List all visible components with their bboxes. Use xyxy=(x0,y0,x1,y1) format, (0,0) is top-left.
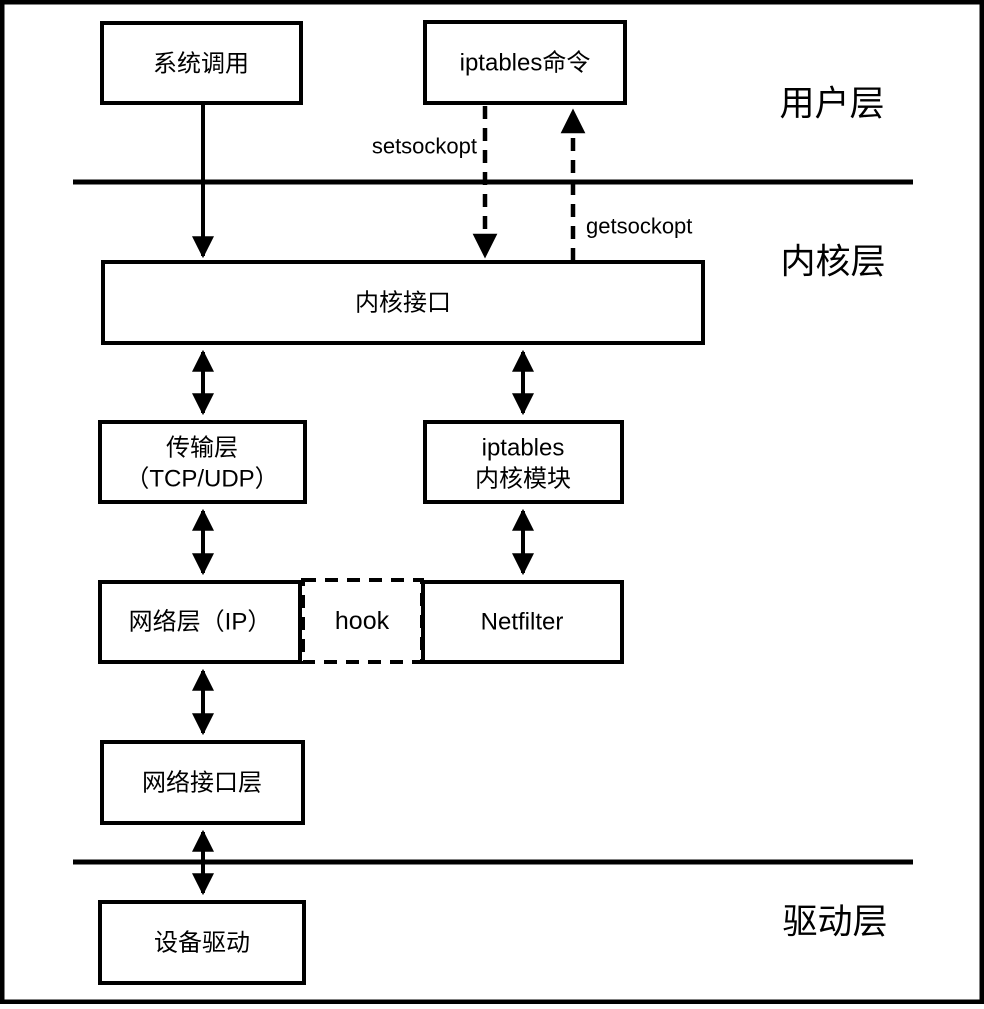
netfilter-label: Netfilter xyxy=(481,609,564,636)
system-call-label: 系统调用 xyxy=(153,51,249,78)
kernel-interface-box xyxy=(101,260,705,345)
system-call-box xyxy=(100,21,303,105)
iptables-cmd-box xyxy=(423,20,627,105)
iptables-module-label-line1: iptables xyxy=(482,435,565,462)
iptables-module-label-line2: 内核模块 xyxy=(475,466,571,493)
network-layer-box xyxy=(98,580,302,664)
kernel-layer-label: 内核层 xyxy=(780,243,885,282)
user-layer-label: 用户层 xyxy=(779,85,884,124)
setsockopt-label: setsockopt xyxy=(372,134,477,159)
driver-layer-label: 驱动层 xyxy=(782,903,887,942)
network-interface-label: 网络接口层 xyxy=(142,770,262,797)
transport-layer-box xyxy=(98,420,307,504)
network-interface-box xyxy=(100,740,305,825)
iptables-module-box xyxy=(423,420,624,504)
network-layer-label: 网络层（IP） xyxy=(129,609,272,636)
device-driver-box xyxy=(98,900,306,985)
iptables-cmd-label: iptables命令 xyxy=(460,50,591,77)
transport-layer-label-line1: 传输层 xyxy=(166,435,238,462)
hook-label: hook xyxy=(335,607,390,635)
transport-layer-label-line2: （TCP/UDP） xyxy=(125,466,278,493)
getsockopt-label: getsockopt xyxy=(586,214,692,239)
kernel-interface-label: 内核接口 xyxy=(355,290,451,317)
netfilter-box xyxy=(421,580,624,664)
device-driver-label: 设备驱动 xyxy=(154,930,250,957)
